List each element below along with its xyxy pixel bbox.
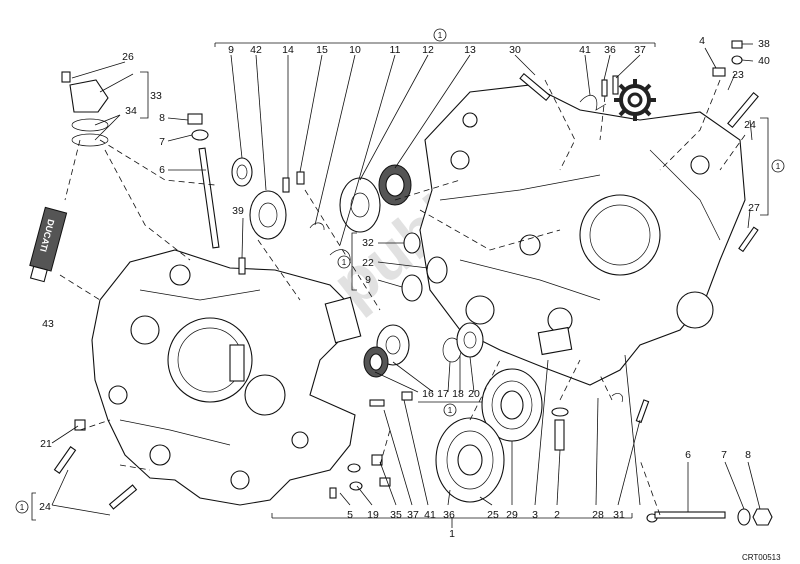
top-group-bracket: 1 <box>214 28 656 47</box>
svg-text:1: 1 <box>20 503 25 512</box>
callout-19: 19 <box>367 509 379 521</box>
callout-13: 13 <box>464 44 476 56</box>
callout-18: 18 <box>452 388 464 400</box>
callout-2: 2 <box>554 509 560 521</box>
callout-36-top: 36 <box>604 44 616 56</box>
svg-text:1: 1 <box>342 258 347 267</box>
bearing-9b <box>426 256 448 284</box>
group-marker-left: 1 <box>15 500 29 514</box>
callout-numbers: 26 33 34 8 7 6 43 21 24 9 42 14 15 10 11… <box>39 35 770 540</box>
callout-27: 27 <box>748 202 760 214</box>
callout-21: 21 <box>40 438 52 450</box>
callout-7: 7 <box>159 136 165 148</box>
callout-3: 3 <box>532 509 538 521</box>
callout-12: 12 <box>422 44 434 56</box>
dashed-guides <box>59 79 746 516</box>
breather-assembly <box>61 71 109 147</box>
callout-24-right: 24 <box>744 119 756 131</box>
callout-41-bottom: 41 <box>424 509 436 521</box>
small-hardware <box>53 40 773 526</box>
bearing-small-22 <box>403 232 421 254</box>
bearing-20 <box>456 322 484 358</box>
bearing-12 <box>339 177 381 233</box>
callout-32: 32 <box>362 237 374 249</box>
bearing-9 <box>231 157 253 187</box>
left-crankcase-half <box>91 249 362 506</box>
callout-29: 29 <box>506 509 518 521</box>
leader-lines <box>31 43 769 528</box>
callout-31: 31 <box>613 509 625 521</box>
callout-6-bottom: 6 <box>685 449 691 461</box>
callout-6: 6 <box>159 164 165 176</box>
callout-35: 35 <box>390 509 402 521</box>
group-marker-top: 1 <box>438 31 443 40</box>
callout-5: 5 <box>347 509 353 521</box>
group-marker-mid: 1 <box>337 255 351 269</box>
bearing-mid-9c <box>401 274 423 302</box>
gear-icon <box>614 79 656 121</box>
sealant-tube-43: DUCATI <box>29 206 68 283</box>
callout-9-mid: 9 <box>365 274 371 286</box>
callout-8-bottom: 8 <box>745 449 751 461</box>
callout-17: 17 <box>437 388 449 400</box>
callout-16: 16 <box>422 388 434 400</box>
callout-40: 40 <box>758 55 770 67</box>
drawing-code: CRT00513 <box>742 553 781 562</box>
seal-13 <box>378 164 412 206</box>
callout-11: 11 <box>390 44 401 56</box>
callout-24-left: 24 <box>39 501 51 513</box>
main-bearing-29 <box>481 368 543 442</box>
callout-7-bottom: 7 <box>721 449 727 461</box>
group-marker-sub: 1 <box>443 403 457 417</box>
callout-15: 15 <box>316 44 328 56</box>
callout-22: 22 <box>362 257 374 269</box>
callout-39: 39 <box>232 205 244 217</box>
callout-14: 14 <box>282 44 294 56</box>
callout-37-top: 37 <box>634 44 646 56</box>
callout-20: 20 <box>468 388 480 400</box>
callout-8: 8 <box>159 112 165 124</box>
callout-30: 30 <box>509 44 521 56</box>
callout-43: 43 <box>42 318 54 330</box>
callout-10: 10 <box>349 44 361 56</box>
right-crankcase-half <box>419 84 746 386</box>
callout-33: 33 <box>150 90 162 102</box>
callout-28: 28 <box>592 509 604 521</box>
callout-9: 9 <box>228 44 234 56</box>
svg-text:1: 1 <box>448 406 453 415</box>
main-bearing-25 <box>435 417 505 503</box>
callout-4: 4 <box>699 35 705 47</box>
seal-16 <box>363 346 389 378</box>
callout-41-top: 41 <box>579 44 591 56</box>
group-marker-right: 1 <box>771 159 785 173</box>
callout-37-bottom: 37 <box>407 509 419 521</box>
callout-38: 38 <box>758 38 770 50</box>
bearing-42 <box>249 190 287 240</box>
callout-25: 25 <box>487 509 499 521</box>
svg-text:1: 1 <box>776 162 781 171</box>
callout-1-bottom: 1 <box>449 528 455 540</box>
callout-26: 26 <box>122 51 134 63</box>
callout-42: 42 <box>250 44 262 56</box>
callout-23: 23 <box>732 69 744 81</box>
callout-34: 34 <box>125 105 137 117</box>
callout-36-bottom: 36 <box>443 509 455 521</box>
